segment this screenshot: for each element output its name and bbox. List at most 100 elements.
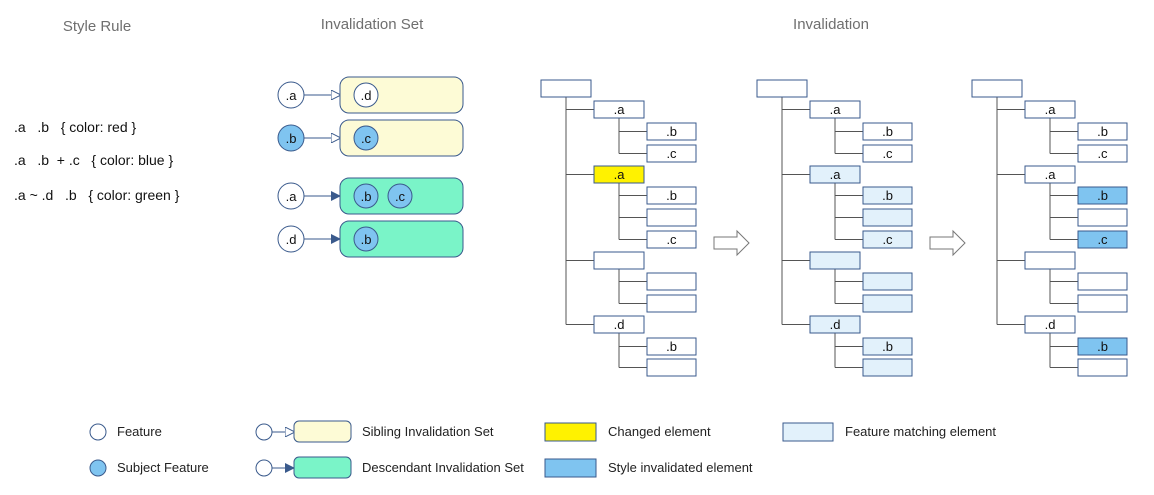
legend-subject-feature-label: Subject Feature	[117, 460, 209, 475]
invalidation-set-2: .b .c	[277, 119, 464, 157]
tree-node-box	[1024, 251, 1076, 270]
tree-node-label: .b	[666, 124, 677, 139]
tree-node-box	[862, 337, 913, 356]
tree-node-label: .b	[666, 339, 677, 354]
tree-node-box	[646, 208, 697, 227]
tree-node-box	[862, 294, 913, 313]
tree-node-box	[1077, 294, 1128, 313]
dom-trees: .a .b .c .a .b .c .d .b .a .b .c .a .b .c .d .b .a .b .c .a…	[540, 79, 1128, 377]
tree-node-label: .b	[882, 124, 893, 139]
tree-node-label: .b	[1097, 124, 1108, 139]
tree-node-label: .b	[1097, 188, 1108, 203]
feature-label: .b	[286, 131, 297, 146]
member-circle-icon	[353, 82, 379, 108]
tree-node-box	[809, 251, 861, 270]
tree-node-box	[646, 230, 697, 249]
tree-node-box	[646, 122, 697, 141]
invalidation-set-3: .a.b.c	[277, 177, 464, 215]
feature-label: .d	[286, 232, 297, 247]
tree-node-box	[1077, 186, 1128, 205]
tree-node-box	[862, 122, 913, 141]
tree-node-box	[593, 251, 645, 270]
tree-node-box	[1077, 358, 1128, 377]
tree-node-box	[593, 100, 645, 119]
tree-node-label: .c	[666, 146, 677, 161]
tree-node-label: .a	[830, 102, 842, 117]
legend-changed-label: Changed element	[608, 424, 711, 439]
legend-subject-circle-icon	[89, 459, 107, 477]
tree-node-label: .d	[614, 317, 625, 332]
tree-node-label: .c	[882, 232, 893, 247]
tree-node-label: .c	[882, 146, 893, 161]
legend-feature-label: Feature	[117, 424, 162, 439]
tree-node-label: .c	[1097, 146, 1108, 161]
legend-style-invalidated-swatch	[544, 458, 597, 478]
tree-node-label: .a	[614, 102, 626, 117]
tree-connectors	[565, 97, 647, 368]
member-circle-icon	[387, 183, 413, 209]
legend-feature-matching-label: Feature matching element	[845, 424, 996, 439]
tree-node-box	[646, 272, 697, 291]
tree-node-box	[1077, 272, 1128, 291]
member-circle-icon	[353, 226, 379, 252]
tree-node-box	[862, 208, 913, 227]
member-label: .d	[361, 88, 372, 103]
tree-node-box	[593, 165, 645, 184]
legend-sibling-set-label: Sibling Invalidation Set	[362, 424, 494, 439]
tree-node-label: .b	[882, 339, 893, 354]
feature-label: .a	[286, 88, 298, 103]
tree-connectors	[781, 97, 863, 368]
member-label: .c	[395, 189, 406, 204]
tree-node-label: .c	[666, 232, 677, 247]
tree-node-label: .a	[830, 167, 842, 182]
tree-node-box	[809, 100, 861, 119]
tree-node-box	[862, 272, 913, 291]
tree-node-box	[862, 358, 913, 377]
legend-descendant-set-label: Descendant Invalidation Set	[362, 460, 524, 475]
style-rule-2: .a .b + .c { color: blue }	[14, 152, 173, 168]
tree-node-box	[756, 79, 808, 98]
tree-node-label: .a	[614, 167, 626, 182]
tree-node-box	[1077, 122, 1128, 141]
tree-node-box	[809, 315, 861, 334]
invalidation-sets: .a.d.b.c.a.b.c.d.b	[277, 76, 464, 258]
member-circle-icon	[353, 183, 379, 209]
tree-node-label: .d	[1045, 317, 1056, 332]
tree-node-box	[862, 144, 913, 163]
tree-node-box	[646, 294, 697, 313]
dom-tree-3: .a.b.c.a.b.c.d.b	[971, 79, 1128, 377]
header-invalidation: Invalidation	[793, 16, 869, 33]
tree-node-box	[809, 165, 861, 184]
tree-connectors	[996, 97, 1078, 368]
tree-node-box	[1024, 315, 1076, 334]
header-style-rule: Style Rule	[63, 18, 131, 35]
tree-node-box	[862, 230, 913, 249]
tree-node-label: .a	[1045, 167, 1057, 182]
member-circle-icon	[353, 125, 379, 151]
transition-arrow-icon	[929, 229, 966, 257]
legend-sibling-set-swatch	[293, 420, 352, 443]
tree-node-box	[1077, 208, 1128, 227]
tree-node-label: .a	[1045, 102, 1057, 117]
legend-sibling-feature-icon	[255, 423, 273, 441]
tree-node-box	[646, 186, 697, 205]
style-rule-3: .a ~ .d .b { color: green }	[14, 187, 180, 203]
tree-node-box	[646, 337, 697, 356]
dom-tree-2: .a.b.c.a.b.c.d.b	[756, 79, 913, 377]
invalidation-set-4: .d .b	[277, 220, 464, 258]
legend-changed-swatch	[544, 422, 597, 442]
tree-node-box	[1024, 165, 1076, 184]
member-label: .b	[361, 232, 372, 247]
tree-node-label: .b	[666, 188, 677, 203]
tree-node-box	[1077, 144, 1128, 163]
feature-label: .a	[286, 189, 298, 204]
tree-node-box	[1077, 230, 1128, 249]
tree-node-box	[646, 144, 697, 163]
tree-node-box	[971, 79, 1023, 98]
legend-descendant-feature-icon	[255, 459, 273, 477]
legend-feature-matching-swatch	[782, 422, 834, 442]
member-label: .c	[361, 131, 372, 146]
style-rule-1: .a .b { color: red }	[14, 119, 137, 135]
tree-node-box	[646, 358, 697, 377]
